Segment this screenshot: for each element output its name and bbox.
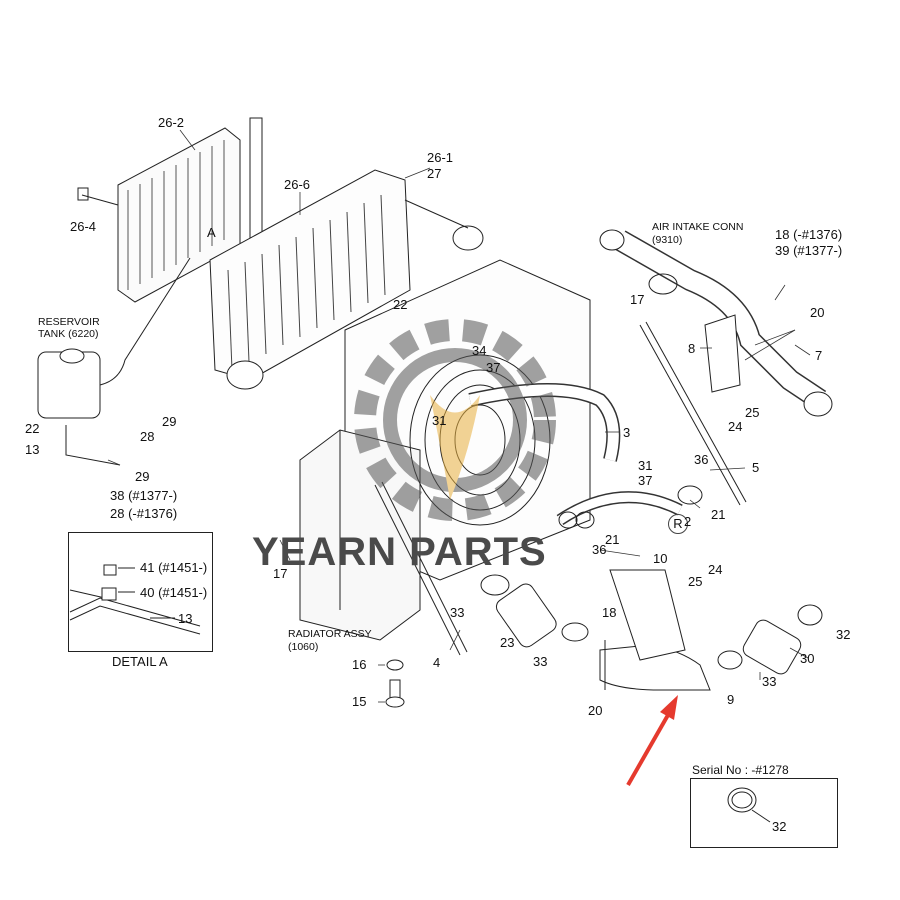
hose-30 [742,619,802,675]
detail-a-title: DETAIL A [112,654,168,669]
callout-21a: 21 [711,507,726,522]
callout-2: 2 [684,514,692,529]
callout-4: 4 [433,655,441,670]
highlight-arrow [626,695,678,786]
air-intake-label: AIR INTAKE CONN [652,221,744,233]
air-intake-code: (9310) [652,234,683,246]
air-intake-pipe [599,229,833,417]
callout-28a: 28 [140,429,155,444]
intercooler [209,169,484,390]
stay-rod-5 [639,324,741,506]
callout-20a: 20 [810,305,825,320]
reservoir-tank [37,257,191,466]
callout-37a: 37 [486,360,501,375]
callout-33b: 33 [762,674,777,689]
stay-rod-4 [374,484,461,656]
callout-39: 39 (#1377-) [775,243,843,258]
callout-31b: 31 [638,458,653,473]
callout-24b: 24 [708,562,723,577]
callout-18b: 18 [602,605,617,620]
callout-38: 38 (#1377-) [110,488,178,503]
callout-41: 41 (#1451-) [140,560,208,575]
callout-40: 40 (#1451-) [140,585,208,600]
callout-30: 30 [800,651,815,666]
callout-26-6: 26-6 [284,177,311,192]
hose-23 [495,583,557,648]
callout-17b: 17 [273,566,288,581]
callout-3: 3 [623,425,631,440]
callout-18: 18 (-#1376) [775,227,843,242]
callout-37b: 37 [638,473,653,488]
callout-25b: 25 [688,574,703,589]
marker-a: A [207,225,216,240]
watermark-text: YEARN PARTS [252,530,547,574]
radiator-code: (1060) [288,641,319,653]
callout-33c: 33 [533,654,548,669]
callout-13a: 13 [25,442,40,457]
callout-36b: 36 [592,542,607,557]
callout-5: 5 [752,460,760,475]
callout-27: 27 [427,166,442,181]
callout-9: 9 [727,692,735,707]
callout-21b: 21 [605,532,620,547]
callout-13b: 13 [178,611,193,626]
callout-32a: 32 [836,627,851,642]
callout-26-2: 26-2 [158,115,185,130]
reservoir-label: RESERVOIR [38,316,100,328]
washer-16 [386,659,404,671]
callout-25a: 25 [745,405,760,420]
callout-16: 16 [352,657,367,672]
registered-mark: R [668,514,688,534]
callout-20b: 20 [588,703,603,718]
serial-box-drawing [727,787,771,823]
callout-31a: 31 [432,413,447,428]
callout-22b: 22 [25,421,40,436]
callout-26-4: 26-4 [70,219,97,234]
watermark-logo [354,319,556,521]
clamp [480,574,510,596]
callout-24a: 24 [728,419,743,434]
callout-29b: 29 [135,469,150,484]
reservoir-tank-label: TANK (6220) [38,328,99,340]
callout-34: 34 [472,343,487,358]
detail-a-box [68,532,213,652]
callout-28b: 28 (-#1376) [110,506,178,521]
callout-26-1: 26-1 [427,150,454,165]
serial-box [690,778,838,848]
callout-29a: 29 [162,414,177,429]
callout-10: 10 [653,551,668,566]
callout-32b: 32 [772,819,787,834]
detail-a-drawing [69,564,201,635]
serial-label: Serial No : -#1278 [692,763,789,777]
callout-7: 7 [815,348,823,363]
duct-bracket [609,569,686,661]
callout-22a: 22 [393,297,408,312]
condenser-panel [77,127,241,303]
callout-33a: 33 [450,605,465,620]
callout-8: 8 [688,341,696,356]
callout-17a: 17 [630,292,645,307]
radiator-label: RADIATOR ASSY [288,628,372,640]
callout-36a: 36 [694,452,709,467]
callout-23: 23 [500,635,515,650]
callout-15: 15 [352,694,367,709]
